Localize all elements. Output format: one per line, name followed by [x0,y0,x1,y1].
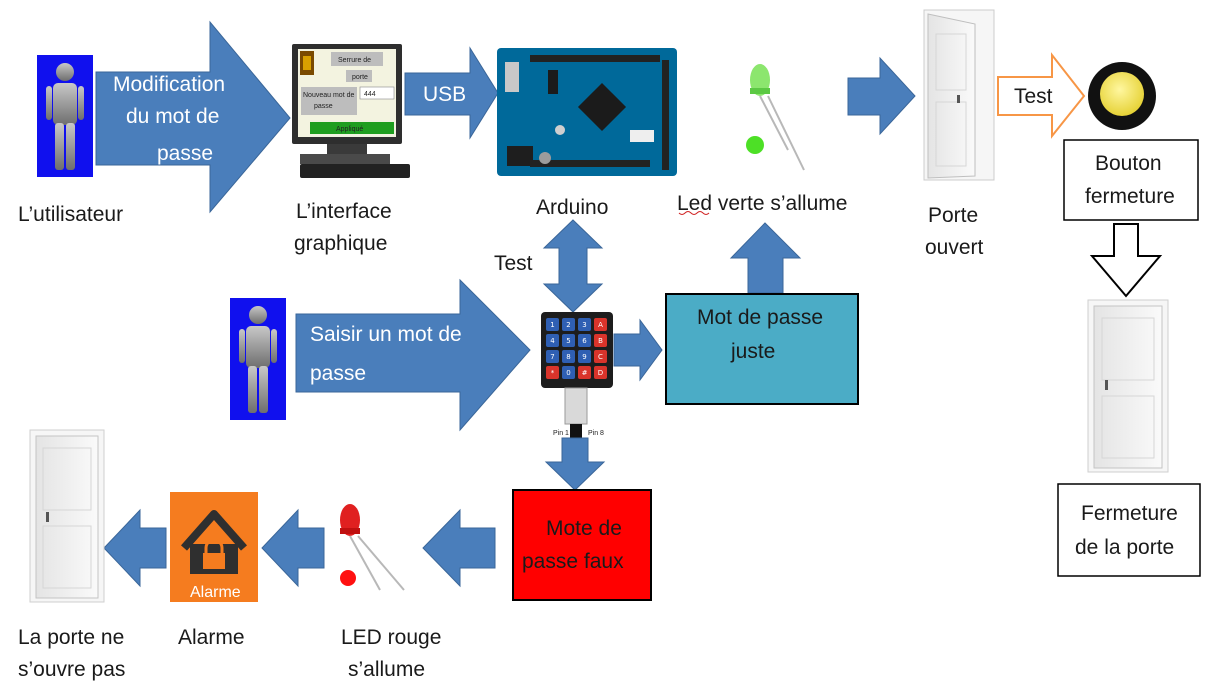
keypad-to-ok-arrow [613,318,663,382]
keypad-key-label: 2 [566,321,570,329]
enter-password-arrow [295,278,531,432]
door-closing-label-line2: de la porte [1075,536,1174,559]
usb-label: USB [423,83,466,106]
keypad-key [578,318,591,331]
enter-label-line2: passe [310,362,366,385]
keypad-key [594,334,607,347]
test-double-arrow [542,219,604,313]
usb-arrow [404,46,499,140]
computer-icon [292,44,410,178]
keypad-key-label: 6 [582,337,587,345]
close-button-label-line1: Bouton [1095,152,1162,175]
keypad-key-label: 8 [566,353,570,361]
svg-text:Pin 8: Pin 8 [588,430,604,437]
led-to-alarm-arrow [261,508,325,588]
closed-door-label-line1: La porte ne [18,626,124,649]
keypad-key [546,334,559,347]
open-door-label-line1: Porte [928,204,978,227]
keypad-key-label: 0 [566,369,570,377]
svg-text:Pin 1: Pin 1 [553,430,569,437]
user-icon-middle [230,298,286,420]
keypad-icon: 1 2 3 A 4 5 6 B 7 8 9 C * 0 # D Pin 1 Pin 8 [541,312,613,438]
keypad-key-label: C [598,353,603,361]
keypad-key-label: 5 [566,337,570,345]
keypad-key [578,350,591,363]
keypad-key [562,334,575,347]
closed-door-icon-right [1087,299,1169,473]
keypad-to-bad-arrow [544,437,606,491]
password-bad-box [512,489,652,601]
password-ok-box [665,293,859,405]
led-to-door-arrow [847,56,916,136]
green-led-icon [746,64,805,171]
keypad-key-label: # [582,369,588,377]
keypad-key-label: B [598,337,603,345]
keypad-key-label: 4 [550,337,555,345]
open-door-icon [923,9,995,181]
yellow-button-icon [1088,62,1156,130]
red-led-label-line2: s’allume [348,658,425,681]
test-label-top: Test [1014,85,1053,108]
keypad-key [562,350,575,363]
user-top-label: L’utilisateur [18,203,123,226]
close-button-box [1063,139,1199,221]
keypad-key [546,350,559,363]
password-bad-label-line2: passe faux [522,550,624,573]
password-bad-label-line1: Mote de [546,517,622,540]
door-closing-label-line1: Fermeture [1081,502,1178,525]
red-led-icon [340,504,405,591]
closed-door-label-line2: s’ouvre pas [18,658,125,681]
gui-apply-button: Appliqué [336,126,363,133]
password-ok-label-line1: Mot de passe [697,306,823,329]
open-door-label-line2: ouvert [925,236,984,259]
alarm-to-door-arrow [103,508,167,588]
keypad-key [546,318,559,331]
keypad-key [594,366,607,379]
gui-field-label-line2: passe [314,103,333,110]
keypad-key-label: 3 [582,321,586,329]
password-ok-label-line2: juste [730,340,775,363]
green-led-label: Led verte s’allume [677,192,847,215]
close-down-arrow [1089,223,1163,298]
gui-title-line2: porte [352,74,368,81]
user-icon-top [37,55,93,177]
keypad-key [594,318,607,331]
gui-field-value: 444 [364,91,376,98]
keypad-key [562,366,575,379]
alarm-icon-text: Alarme [190,584,241,601]
modify-label-line1: Modification [113,73,225,96]
keypad-key-label: 1 [550,321,554,329]
modify-label-line2: du mot de [126,105,219,128]
close-button-label-line2: fermeture [1085,185,1175,208]
keypad-key [578,334,591,347]
arduino-label: Arduino [536,196,608,219]
gui-title-line1: Serrure de [338,57,371,64]
keypad-key-label: D [598,369,603,377]
keypad-key [546,366,559,379]
gui-field-label-line1: Nouveau mot de [303,92,354,99]
modify-label-line3: passe [157,142,213,165]
closed-door-icon-left [29,429,105,603]
red-led-label-line1: LED rouge [341,626,441,649]
modify-password-arrow [95,20,291,214]
alarm-icon [170,492,258,602]
interface-label-line1: L’interface [296,200,392,223]
keypad-key-label: 7 [550,353,554,361]
keypad-key-label: * [551,369,555,377]
spellcheck-underline [678,211,710,215]
keypad-key-label: A [598,321,603,329]
arduino-board-icon [497,48,677,176]
ok-to-led-arrow [729,222,802,294]
test-arrow-outline [997,52,1086,139]
keypad-key-label: 9 [582,353,586,361]
keypad-key [578,366,591,379]
keypad-key [594,350,607,363]
keypad-key [562,318,575,331]
bad-to-led-arrow [422,508,496,588]
alarm-label: Alarme [178,626,245,649]
interface-label-line2: graphique [294,232,387,255]
enter-label-line1: Saisir un mot de [310,323,462,346]
door-closing-box [1057,483,1201,577]
test-label-mid: Test [494,252,533,275]
